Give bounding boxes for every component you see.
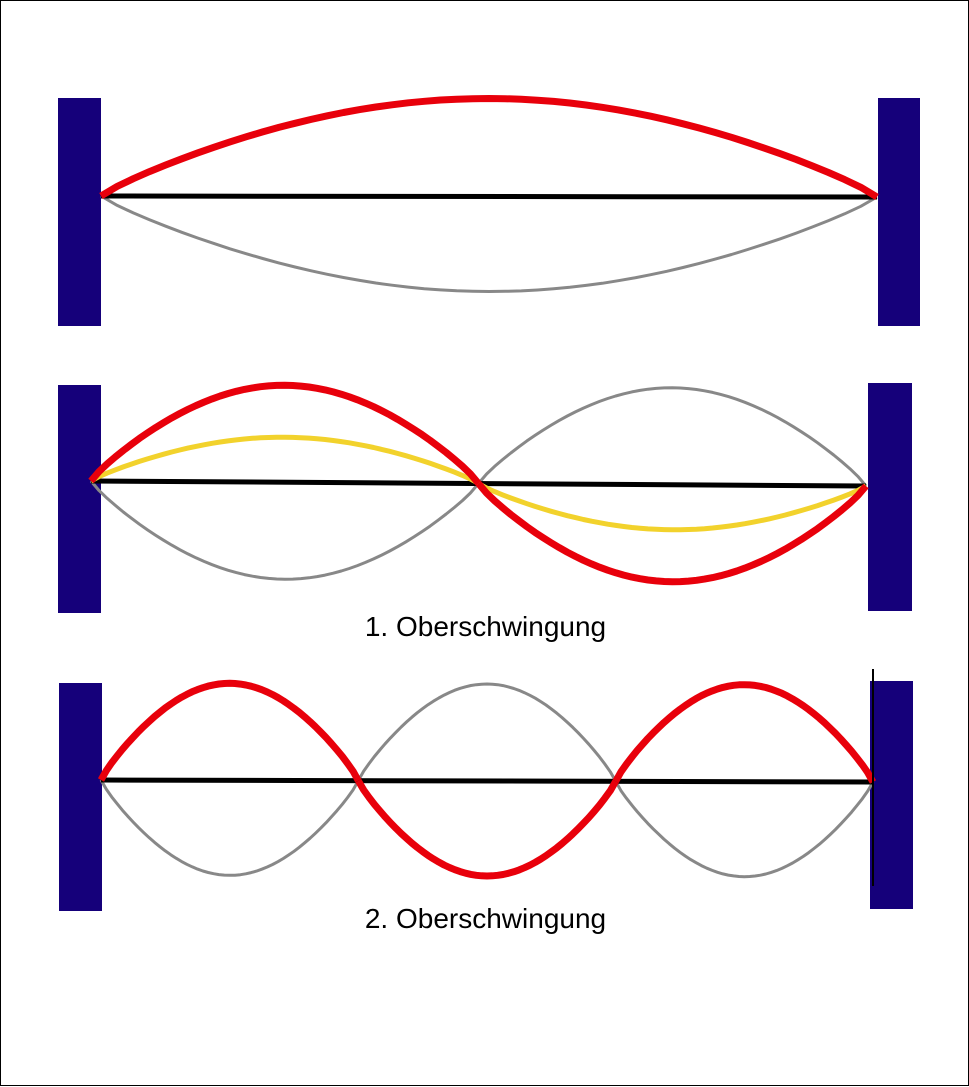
string-grundschwingung — [100, 193, 878, 200]
wall-left-oberschwingung-2 — [59, 683, 102, 911]
grey-loop-1-oberschwingung-2 — [99, 779, 360, 877]
grey-loop-1-grundschwingung — [100, 194, 878, 293]
caption-oberschwingung-2: 2. Oberschwingung — [364, 903, 607, 934]
string-oberschwingung-2 — [100, 777, 874, 785]
yellow-loop-2-oberschwingung-1 — [477, 481, 868, 533]
wall-left-grundschwingung — [58, 98, 101, 326]
red-loop-3-oberschwingung-2 — [612, 681, 877, 784]
wall-right-grundschwingung — [878, 98, 920, 326]
red-loop-2-oberschwingung-2 — [355, 778, 619, 880]
wall-right-oberschwingung-1 — [868, 383, 912, 611]
wall-left-oberschwingung-1 — [58, 385, 101, 613]
grey-loop-1-oberschwingung-1 — [89, 480, 480, 581]
red-loop-2-oberschwingung-1 — [475, 481, 869, 586]
caption-oberschwingung-1: 1. Oberschwingung — [364, 611, 607, 642]
red-loop-1-grundschwingung — [99, 95, 879, 201]
grey-loop-2-oberschwingung-1 — [477, 386, 868, 487]
red-loop-1-oberschwingung-1 — [88, 381, 482, 486]
yellow-loop-1-oberschwingung-1 — [89, 434, 480, 486]
grey-loop-3-oberschwingung-2 — [614, 780, 875, 879]
wall-right-oberschwingung-2 — [870, 681, 913, 909]
grey-loop-2-oberschwingung-2 — [356, 682, 618, 783]
red-loop-1-oberschwingung-2 — [97, 679, 362, 783]
